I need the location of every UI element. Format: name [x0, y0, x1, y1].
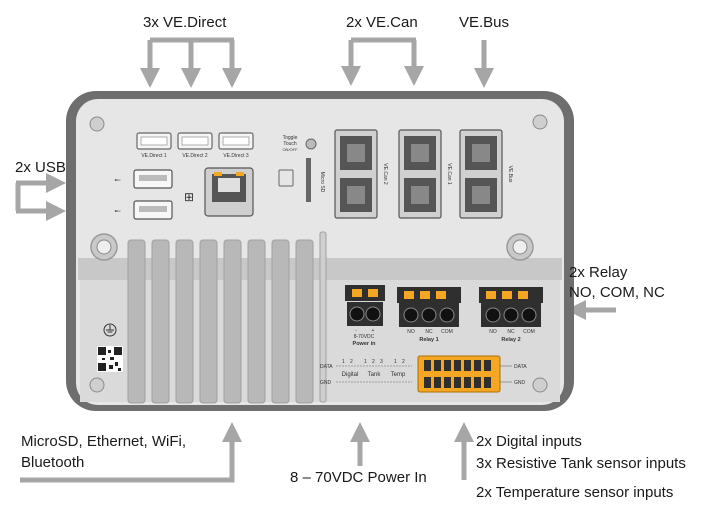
svg-text:ON/OFF: ON/OFF — [282, 147, 298, 152]
svg-text:1: 1 — [394, 359, 397, 365]
svg-text:NC: NC — [507, 329, 515, 335]
svg-text:VE.Bus: VE.Bus — [507, 166, 513, 183]
svg-text:3: 3 — [380, 359, 383, 365]
svg-text:GND: GND — [514, 380, 526, 386]
arrow-connectivity — [20, 422, 242, 483]
svg-text:NO: NO — [407, 329, 415, 335]
svg-text:+: + — [372, 328, 375, 334]
screw-icon — [89, 116, 105, 132]
microsd-slot: Micro SD — [278, 158, 325, 202]
svg-text:1: 1 — [364, 359, 367, 365]
heatsink-fins — [127, 231, 327, 404]
relay-1-terminal: NO NC COM Relay 1 — [397, 287, 461, 343]
callout-relay-line2: NO, COM, NC — [569, 284, 665, 301]
callout-connectivity-line2: Bluetooth — [21, 454, 85, 471]
callout-relay-line1: 2x Relay — [569, 264, 628, 281]
mounting-lugs — [90, 233, 534, 261]
svg-text:COM: COM — [523, 329, 535, 335]
vedirect-label-3: VE.Direct 3 — [223, 153, 249, 159]
network-icon: ⊞ — [184, 190, 194, 204]
svg-text:2: 2 — [372, 359, 375, 365]
svg-text:1: 1 — [342, 359, 345, 365]
svg-text:VE.Can 1: VE.Can 1 — [446, 163, 452, 185]
power-terminal: - + 8-70VDC Power in — [345, 285, 385, 347]
vebus-ports: VE.Bus — [459, 129, 513, 219]
ethernet-port: ⊞ — [184, 167, 254, 217]
svg-text:NC: NC — [425, 329, 433, 335]
svg-text:GND: GND — [320, 380, 332, 386]
callout-vedirect: 3x VE.Direct — [143, 14, 227, 31]
svg-text:Digital: Digital — [342, 372, 359, 378]
svg-text:DATA: DATA — [320, 364, 333, 370]
svg-text:DATA: DATA — [514, 364, 527, 370]
usb-icon: ⭪ — [114, 175, 121, 185]
svg-text:Relay 1: Relay 1 — [419, 337, 438, 343]
toggle-switch: Toggle Touch ON/OFF — [282, 135, 317, 152]
svg-text:Micro SD: Micro SD — [319, 172, 325, 193]
ground-icon — [103, 323, 117, 337]
svg-text:2: 2 — [402, 359, 405, 365]
toggle-button-icon — [305, 138, 317, 150]
sd-card-icon — [278, 169, 294, 187]
screw-icon — [532, 114, 548, 130]
callout-inputs-line1: 2x Digital inputs — [476, 433, 582, 450]
svg-text:2: 2 — [350, 359, 353, 365]
svg-text:-: - — [355, 328, 357, 334]
screw-icon — [532, 377, 548, 393]
svg-text:Toggle: Toggle — [283, 135, 298, 141]
callout-vecan: 2x VE.Can — [346, 14, 418, 31]
vedirect-label-2: VE.Direct 2 — [182, 153, 208, 159]
qr-code-icon — [97, 346, 123, 372]
callout-usb: 2x USB — [15, 159, 66, 176]
vedirect-label-1: VE.Direct 1 — [141, 153, 167, 159]
screw-icon — [89, 377, 105, 393]
callout-vebus: VE.Bus — [459, 14, 510, 31]
usb-ports: ⭪ ⭪ — [114, 169, 173, 220]
svg-text:NO: NO — [489, 329, 497, 335]
svg-text:VE.Can 2: VE.Can 2 — [382, 163, 388, 185]
callout-power: 8 – 70VDC Power In — [290, 469, 427, 486]
svg-text:Tank: Tank — [368, 372, 382, 378]
io-connector: DATA GND 1 2 1 2 3 1 2 Digital Tank Temp… — [320, 355, 527, 393]
svg-text:Touch: Touch — [283, 141, 297, 147]
svg-text:COM: COM — [441, 329, 453, 335]
callout-connectivity-line1: MicroSD, Ethernet, WiFi, — [21, 433, 187, 450]
relay-2-terminal: NO NC COM Relay 2 — [479, 287, 543, 343]
vedirect-ports: VE.Direct 1 VE.Direct 2 VE.Direct 3 — [136, 132, 254, 159]
svg-text:Temp: Temp — [391, 372, 406, 378]
vecan-ports: VE.Can 2 VE.Can 1 — [334, 129, 452, 219]
svg-text:Relay 2: Relay 2 — [501, 337, 520, 343]
callout-inputs-line3: 2x Temperature sensor inputs — [476, 484, 674, 501]
screws — [89, 114, 548, 393]
usb-icon: ⭪ — [114, 206, 121, 216]
svg-text:Power in: Power in — [353, 341, 377, 347]
callout-inputs-line2: 3x Resistive Tank sensor inputs — [476, 455, 686, 472]
arrows — [15, 37, 616, 483]
svg-text:8-70VDC: 8-70VDC — [354, 334, 375, 340]
